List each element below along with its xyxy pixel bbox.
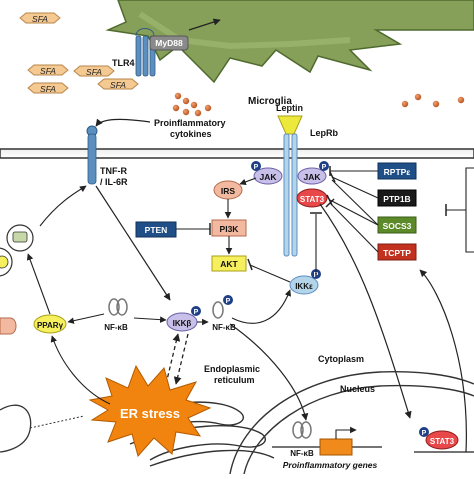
phospho-label: P (226, 298, 231, 305)
sfa-label: SFA (40, 66, 56, 76)
ikkb-node: IKKβ P (166, 306, 201, 332)
cytokine-dots (172, 92, 465, 117)
tlr4-label: TLR4 (112, 58, 135, 68)
sfa-molecules: SFA SFA SFA SFA SFA (19, 12, 139, 94)
ptp1b-label: PTP1B (383, 194, 410, 204)
rptpe-label: RPTPε (384, 167, 411, 177)
phospho-label: P (254, 164, 259, 171)
er-ikkb-dashed-down (173, 333, 189, 385)
microglia-label: Microglia (248, 96, 292, 107)
tnfr-label-2: / IL-6R (100, 177, 128, 187)
vesicle-organelles (0, 224, 34, 277)
nfkb-ikke-arrow (231, 289, 292, 324)
leprb-label: LepRb (310, 128, 339, 138)
inhibitor-lines (325, 166, 379, 253)
nfkb-active: P NF-κB (212, 295, 236, 332)
sfa-label: SFA (86, 67, 102, 77)
er-label-2: reticulum (214, 375, 255, 385)
phospho-label: P (422, 430, 427, 437)
ppar-label: PPARγ (37, 321, 64, 330)
sfa-label: SFA (32, 14, 48, 24)
er-label-1: Endoplasmic (204, 364, 260, 374)
sfa-label: SFA (40, 84, 56, 94)
stat3-label: STAT3 (300, 195, 325, 204)
stat3-label: STAT3 (430, 437, 455, 446)
jak-right: JAK P (297, 161, 329, 185)
cytokines-label-2: cytokines (170, 129, 212, 139)
right-bracket (465, 167, 474, 253)
genes-label: Proinflammatory genes (283, 460, 378, 470)
nfkb-ikkb-line (133, 316, 167, 323)
akt-node (211, 255, 247, 272)
bottom-left-dotted (29, 415, 85, 429)
stat3-node: STAT3 (296, 188, 328, 208)
cytokine-arrow (95, 118, 151, 127)
ikke-akt-bar (247, 258, 253, 271)
nucleus-label: Nucleus (340, 384, 375, 394)
er-stress-label: ER stress (120, 406, 180, 421)
tnfr-ikkb-arrow (95, 185, 171, 301)
nfkb-nucleus-arrow (229, 323, 309, 421)
phospho-label: P (194, 309, 199, 316)
cytoplasm-label: Cytoplasm (318, 354, 364, 364)
nfkb-label: NF-κB (290, 449, 314, 458)
pten-label: PTEN (145, 225, 168, 235)
feedback-arrow (419, 269, 467, 453)
tcptp-label: TCPTP (383, 248, 411, 258)
tnfr-receptor (86, 125, 98, 185)
jak-label: JAK (303, 172, 321, 182)
sfa-label: SFA (110, 80, 126, 90)
er-ikkb-dashed-up (165, 333, 181, 385)
jak-left: JAK P (251, 161, 283, 185)
transcription-arrow (335, 426, 357, 439)
nfkb-inactive: NF-κB (104, 298, 128, 332)
nfkb-ppar-line (67, 313, 105, 324)
phospho-label: P (322, 164, 327, 171)
leprb-receptor (283, 133, 298, 257)
jak-irs-arrow (239, 177, 257, 186)
myd88-label: MyD88 (155, 38, 183, 48)
inhibitor-boxes: RPTPε PTP1B SOCS3 TCPTP (377, 162, 417, 261)
left-feedback-arrow (39, 185, 87, 227)
bottom-left-curve (0, 404, 32, 453)
stat3-nucleus-arrow (319, 203, 412, 419)
ikke-label: IKKε (295, 282, 313, 291)
jak-label: JAK (259, 172, 277, 182)
nuclear-membrane (229, 370, 474, 475)
irs-label: IRS (221, 186, 236, 196)
cell-membrane (0, 148, 474, 159)
ppar-node: PPARγ (33, 314, 67, 334)
leptin-label: Leptin (276, 103, 303, 113)
irs-node: IRS (213, 180, 243, 200)
nfkb-label: NF-κB (212, 323, 236, 332)
nfkb-label: NF-κB (104, 323, 128, 332)
pi3k-label: PI3K (220, 224, 240, 234)
ppar-partial-node (0, 317, 17, 335)
ikke-akt-inhibition (249, 264, 291, 283)
akt-label: AKT (220, 259, 238, 269)
socs3-label: SOCS3 (383, 221, 412, 231)
nuclear-membrane-inner (243, 384, 474, 475)
er-stress-burst (88, 364, 212, 458)
cytokines-label-1: Proinflammatory (154, 118, 226, 128)
er-left-arrow (50, 335, 111, 405)
ppar-vesicle-arrow (26, 253, 51, 315)
myd88-node (149, 35, 189, 51)
stat3-nuclear: STAT3 P (419, 427, 459, 450)
leptin-ligand (277, 115, 303, 135)
myd88-arrow (188, 18, 221, 31)
proinflammatory-gene-box (319, 438, 353, 456)
nfkb-nuclear: NF-κB (290, 421, 314, 458)
tnfr-label-1: TNF-R (100, 166, 127, 176)
ikkb-label: IKKβ (173, 319, 192, 328)
